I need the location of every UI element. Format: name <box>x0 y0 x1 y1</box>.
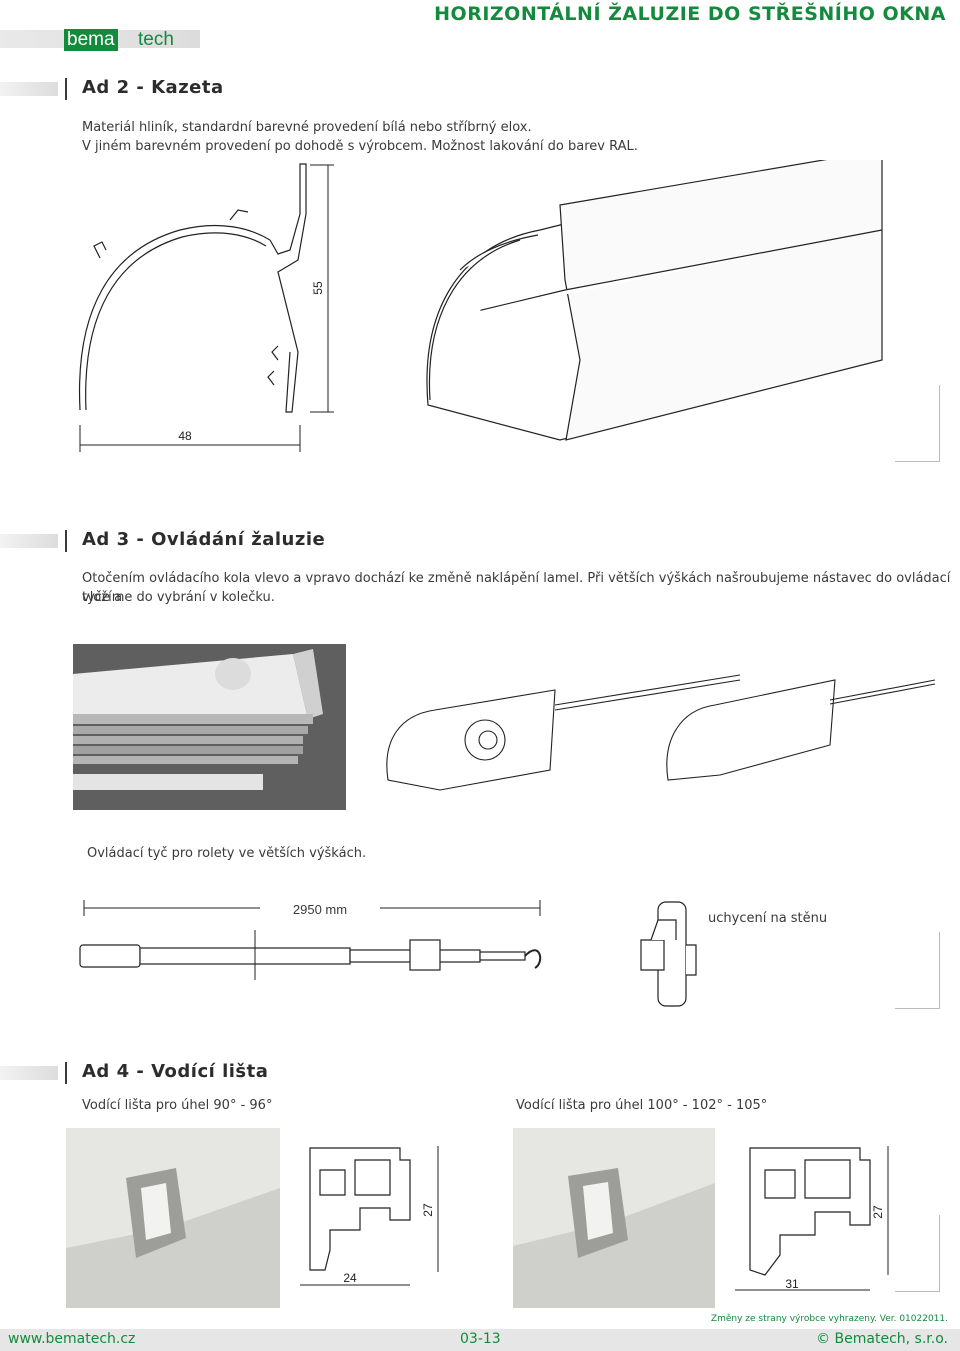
corner-mark <box>895 1215 940 1292</box>
logo-bema: bema <box>64 29 118 51</box>
footer-copyright: © Bematech, s.r.o. <box>816 1331 948 1347</box>
rod-extension-drawing <box>386 674 936 791</box>
corner-mark <box>895 932 940 1009</box>
guide-rail-photo-right <box>513 1128 715 1308</box>
cassette-3d-drawing <box>426 160 883 441</box>
guide-rail-profile-left: 24 27 <box>300 1146 439 1286</box>
footer-note: Změny ze strany výrobce vyhrazeny. Ver. … <box>710 1314 948 1324</box>
control-wheel-photo <box>73 644 346 810</box>
cassette-text-line-2: V jiném barevném provedení po dohodě s v… <box>82 139 638 154</box>
cassette-text-line-1: Materiál hliník, standardní barevné prov… <box>82 120 532 135</box>
control-text-line-1: Otočením ovládacího kola vlevo a vpravo … <box>82 571 951 605</box>
section-title-cassette: Ad 2 - Kazeta <box>82 77 224 98</box>
corner-mark <box>895 385 940 462</box>
rod-length-label: 2950 mm <box>293 902 347 917</box>
wall-mount-label: uchycení na stěnu <box>708 911 828 926</box>
dim-height-label: 55 <box>311 281 325 295</box>
dim-width-label: 48 <box>178 429 192 443</box>
section-title-guide-rail: Ad 4 - Vodící lišta <box>82 1061 269 1082</box>
guide-rail-caption-left: Vodící lišta pro úhel 90° - 96° <box>82 1098 273 1113</box>
rod-caption: Ovládací tyč pro rolety ve větších výšká… <box>87 846 367 861</box>
left-dim-width: 24 <box>343 1271 357 1285</box>
footer-page-number: 03-13 <box>460 1331 501 1347</box>
section-rule <box>65 1062 67 1084</box>
section-bar <box>0 534 58 548</box>
right-dim-height: 27 <box>871 1205 885 1219</box>
section-bar <box>0 82 58 96</box>
cassette-profile-drawing: 48 55 <box>78 163 334 452</box>
logo-tech: tech <box>138 29 174 50</box>
section-bar <box>0 1066 58 1080</box>
left-dim-height: 27 <box>421 1203 435 1217</box>
wall-mount-drawing <box>640 901 697 1007</box>
footer-website-link[interactable]: www.bematech.cz <box>8 1331 136 1347</box>
guide-rail-caption-right: Vodící lišta pro úhel 100° - 102° - 105° <box>516 1098 768 1113</box>
footer-bar <box>0 1329 960 1351</box>
right-dim-width: 31 <box>785 1277 799 1291</box>
section-rule <box>65 530 67 552</box>
control-rod-drawing: 2950 mm <box>79 900 542 980</box>
guide-rail-profile-right: 31 27 <box>735 1146 889 1291</box>
control-text-line-2: vložíme do vybrání v kolečku. <box>82 590 275 605</box>
guide-rail-photo-left <box>66 1128 280 1308</box>
section-title-control: Ad 3 - Ovládání žaluzie <box>82 529 326 550</box>
section-rule <box>65 78 67 100</box>
document-title: HORIZONTÁLNÍ ŽALUZIE DO STŘEŠNÍHO OKNA <box>434 3 946 25</box>
